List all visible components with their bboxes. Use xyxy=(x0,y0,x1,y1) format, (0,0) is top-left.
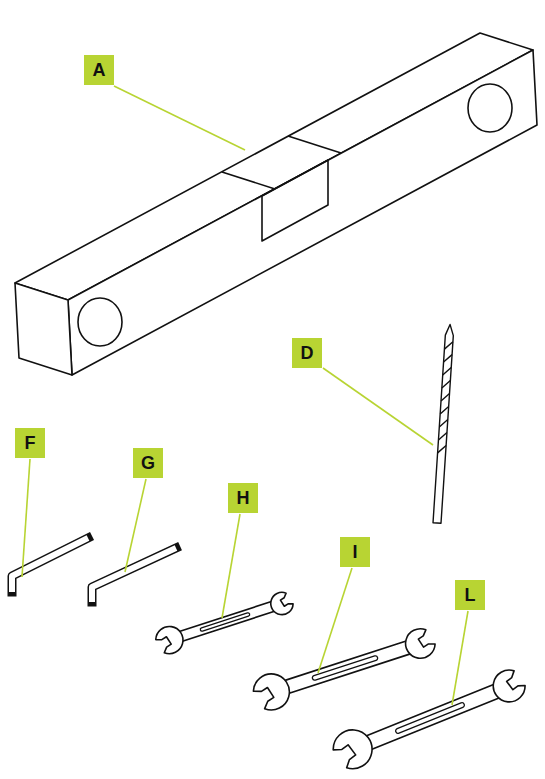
leader-lines xyxy=(22,86,468,705)
hex-keys xyxy=(12,538,176,602)
wrenches xyxy=(151,584,534,778)
level-bar xyxy=(15,33,537,375)
callout-letter: H xyxy=(228,483,258,513)
callout-letter: L xyxy=(455,580,485,610)
drill-bit xyxy=(433,324,454,523)
callout-letter: F xyxy=(15,428,45,458)
callout-letter: A xyxy=(84,55,114,85)
callout-letter: D xyxy=(292,338,322,368)
callout-letter: G xyxy=(133,448,163,478)
callout-letter: I xyxy=(340,537,370,567)
